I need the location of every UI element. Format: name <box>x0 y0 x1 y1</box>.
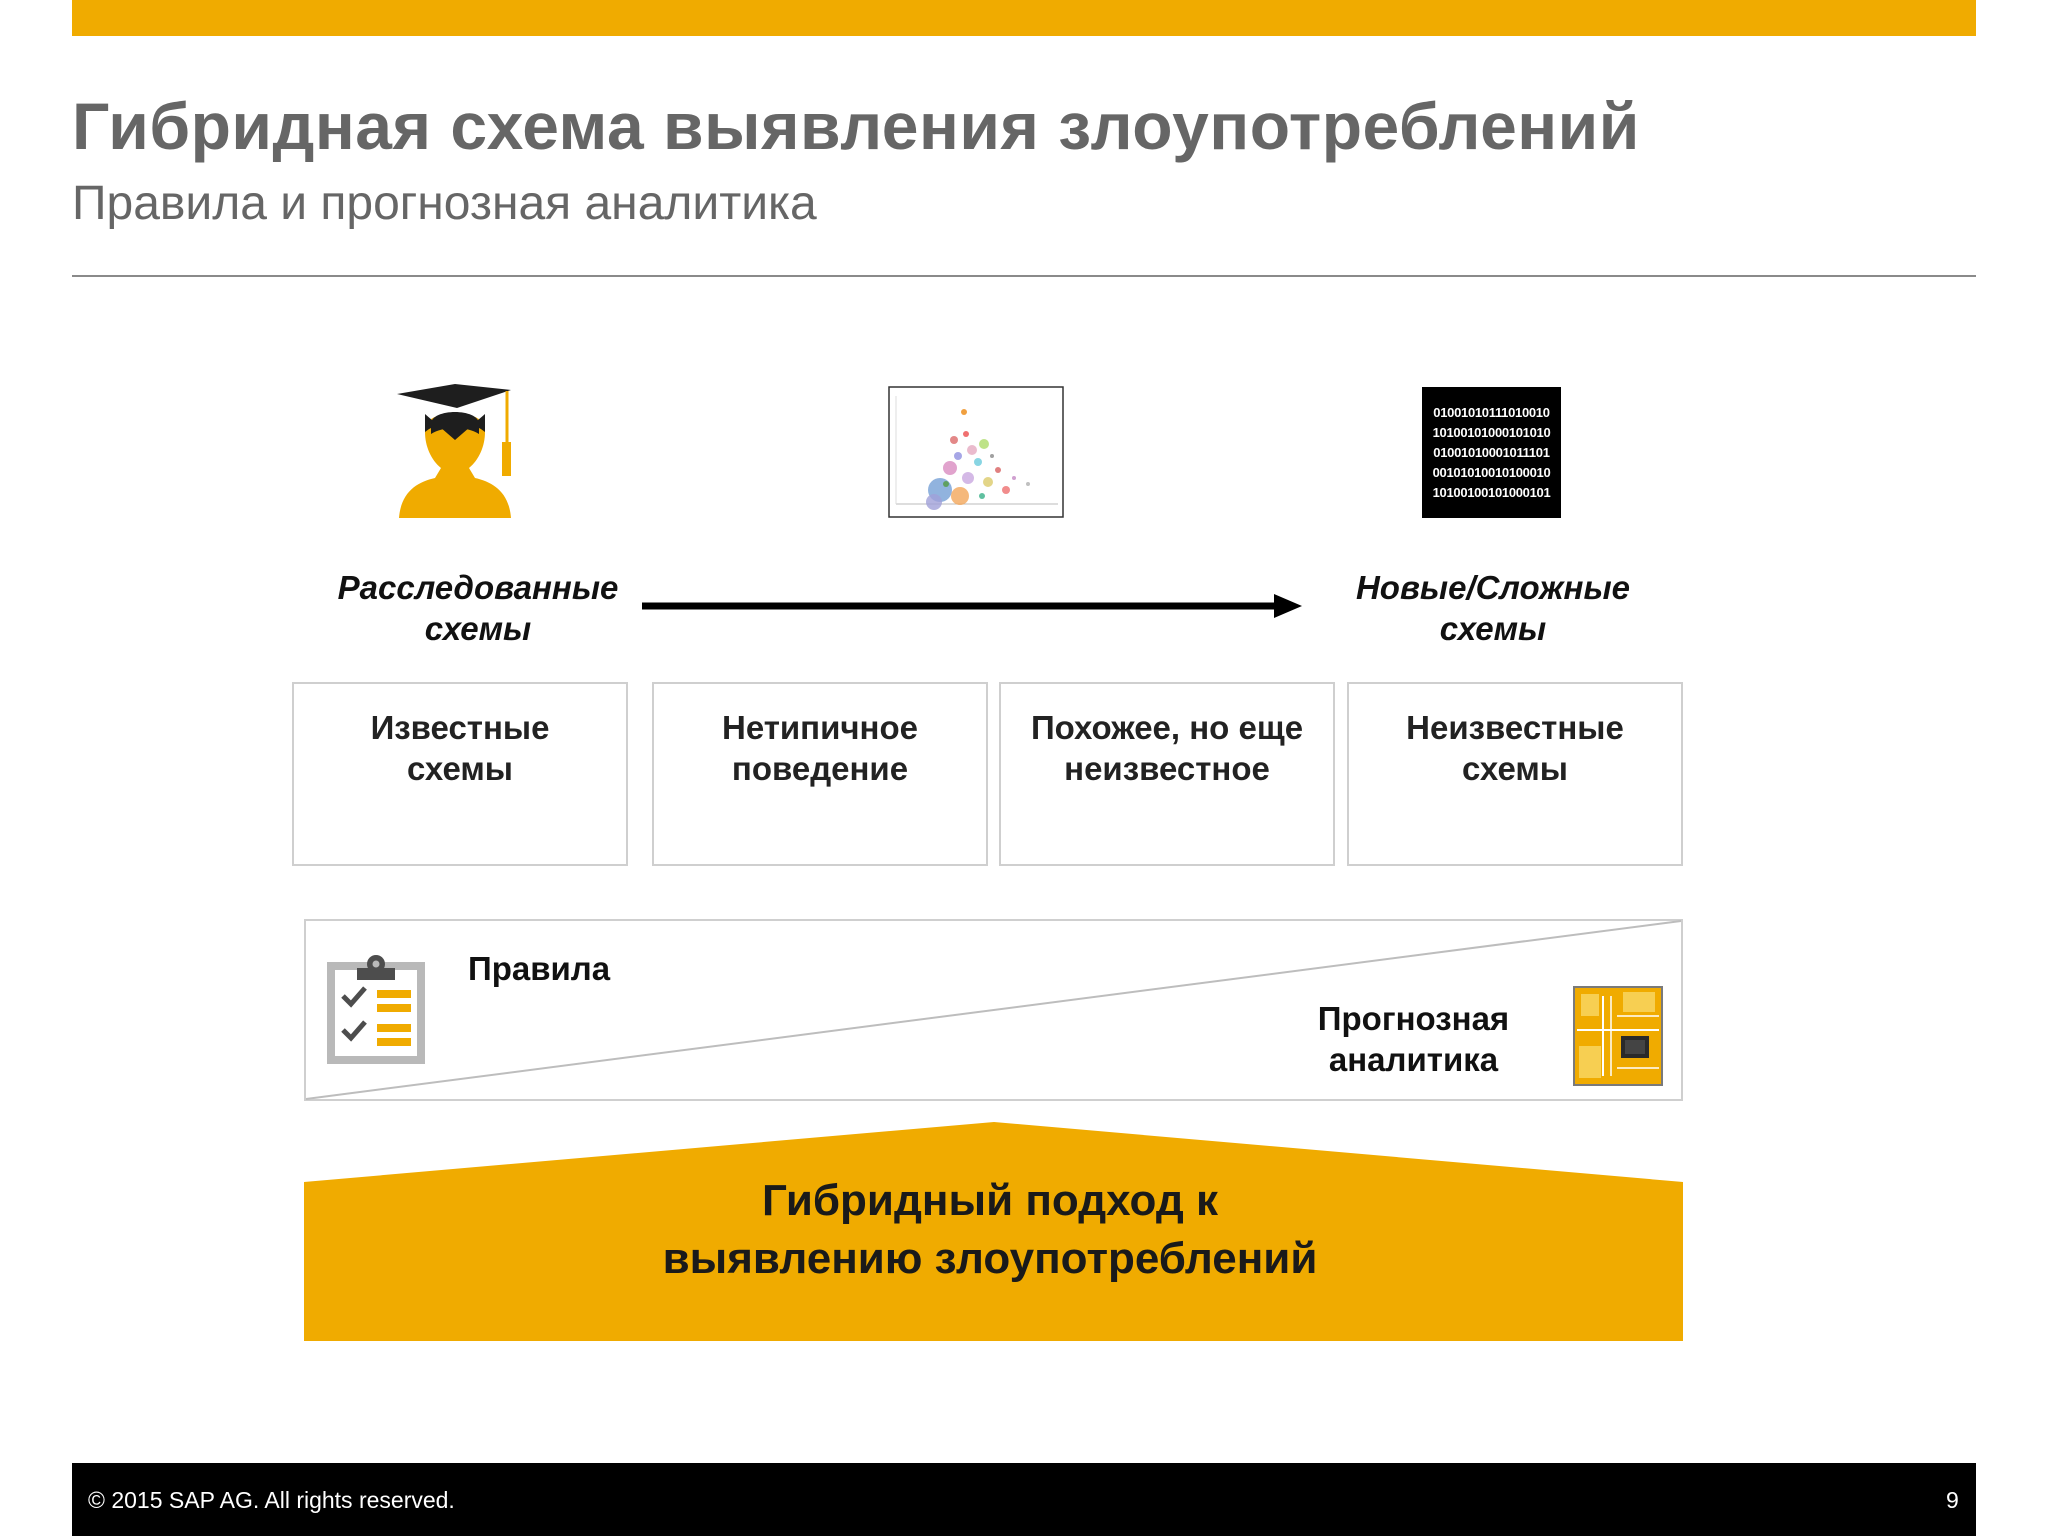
copyright-text: © 2015 SAP AG. All rights reserved. <box>88 1487 455 1513</box>
graduate-icon <box>397 384 511 518</box>
slide-subtitle: Правила и прогнозная аналитика <box>72 177 817 230</box>
binary-line: 10100101000101010 <box>1432 424 1551 440</box>
circuit-board-icon <box>1573 986 1663 1086</box>
investigated-schemes-label: Расследованные схемы <box>318 567 638 649</box>
spectrum-diagonal <box>305 920 1682 1100</box>
rules-analytics-spectrum <box>304 919 1683 1101</box>
new-complex-schemes-line1: Новые/Сложные <box>1355 569 1631 606</box>
hybrid-approach-text: Гибридный подход к выявлению злоупотребл… <box>560 1172 1420 1288</box>
binary-line: 01001010111010010 <box>1433 404 1550 420</box>
new-complex-schemes-label: Новые/Сложные схемы <box>1328 567 1658 649</box>
box-atypical-behavior: Нетипичное поведение <box>652 682 988 866</box>
box-similar-unknown: Похожее, но еще неизвестное <box>999 682 1335 866</box>
header-divider <box>72 275 1976 277</box>
box-known-line1: Известные <box>370 709 550 746</box>
predictive-analytics-line1: Прогнозная <box>1317 1000 1510 1037</box>
scatter-chart-icon <box>888 386 1064 518</box>
box-unknown-schemes: Неизвестные схемы <box>1347 682 1683 866</box>
box-unknown-line2: схемы <box>1462 750 1568 787</box>
box-similar-line2: неизвестное <box>1064 750 1270 787</box>
box-similar-line1: Похожее, но еще <box>1030 709 1304 746</box>
investigated-schemes-line1: Расследованные <box>337 569 619 606</box>
footer-bar <box>72 1463 1976 1536</box>
investigated-schemes-line2: схемы <box>424 610 532 647</box>
binary-line: 01001010001011101 <box>1433 444 1550 460</box>
hybrid-approach-banner <box>304 1122 1683 1341</box>
progress-arrow <box>642 594 1302 618</box>
top-accent-bar <box>72 0 1976 36</box>
predictive-analytics-label: Прогнозная аналитика <box>1286 998 1541 1080</box>
box-atypical-line1: Нетипичное <box>721 709 919 746</box>
box-known-line2: схемы <box>407 750 513 787</box>
slide-title: Гибридная схема выявления злоупотреблени… <box>72 89 1640 163</box>
binary-line: 00101010010100010 <box>1432 464 1551 480</box>
predictive-analytics-line2: аналитика <box>1328 1041 1499 1078</box>
box-known-schemes: Известные схемы <box>292 682 628 866</box>
clipboard-checklist-icon <box>327 955 425 1064</box>
page-number: 9 <box>1946 1487 1959 1513</box>
hybrid-approach-line2: выявлению злоупотреблений <box>662 1234 1318 1283</box>
rules-label: Правила <box>468 950 611 987</box>
binary-line: 10100100101000101 <box>1432 484 1551 500</box>
box-atypical-line2: поведение <box>731 750 909 787</box>
binary-code-icon: 01001010111010010 10100101000101010 0100… <box>1422 387 1561 518</box>
hybrid-approach-line1: Гибридный подход к <box>761 1176 1218 1225</box>
box-unknown-line1: Неизвестные <box>1406 709 1624 746</box>
new-complex-schemes-line2: схемы <box>1439 610 1547 647</box>
